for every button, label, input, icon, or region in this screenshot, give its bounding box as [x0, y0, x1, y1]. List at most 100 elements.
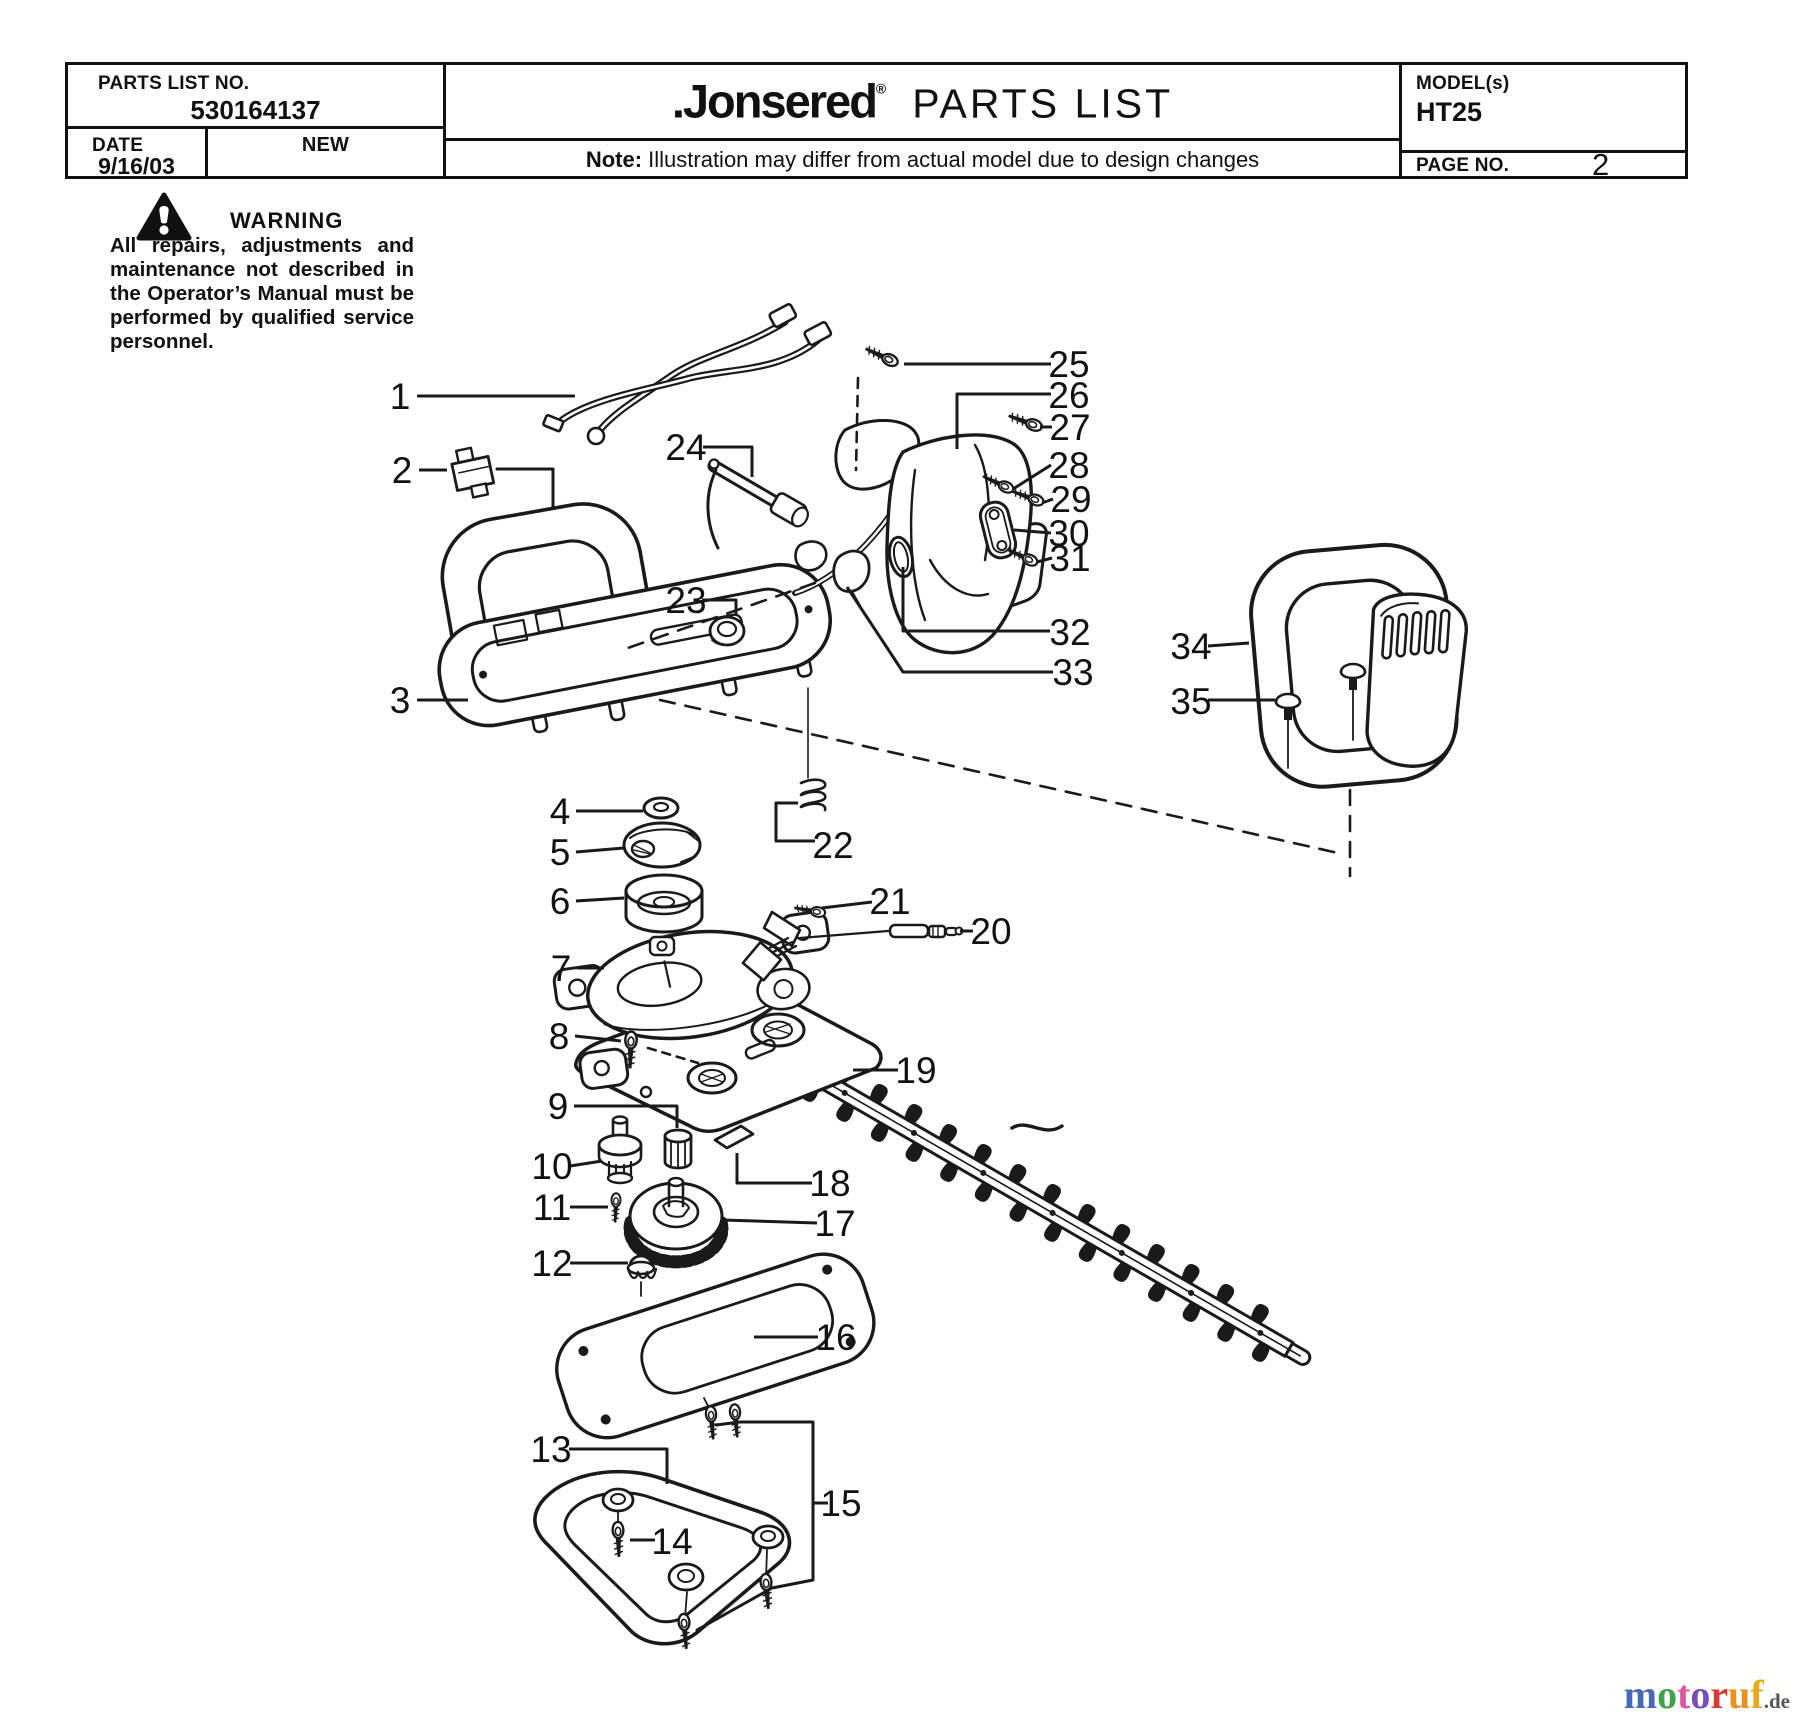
watermark-letter: t	[1677, 1672, 1691, 1717]
part-screw-11	[609, 1192, 622, 1224]
callout-leader-22	[774, 801, 815, 843]
registered-mark: ®	[875, 79, 887, 96]
parts-list-no-value: 530164137	[190, 95, 321, 125]
warning-text: All repairs, adjustments and maintenance…	[110, 234, 414, 353]
revision-value: NEW	[301, 134, 350, 156]
callout-label-32: 32	[1049, 612, 1090, 653]
part-gasket-plate	[555, 1252, 876, 1440]
callout-label-23: 23	[665, 580, 706, 621]
callout-label-30: 30	[1048, 513, 1089, 554]
callout-label-9: 9	[548, 1086, 569, 1127]
brand-dot: .	[671, 73, 685, 127]
callout-label-6: 6	[550, 881, 571, 922]
callout-label-5: 5	[550, 832, 571, 873]
callout-label-28: 28	[1048, 445, 1089, 486]
callout-leader-29	[1041, 497, 1054, 505]
page-title: PARTS LIST	[912, 79, 1174, 126]
part-wire-harness	[542, 303, 833, 446]
callout-label-31: 31	[1049, 538, 1090, 579]
header-brand-cell: .Jonsered® PARTS LIST	[443, 62, 1402, 141]
part-washer	[642, 796, 680, 820]
watermark-letter: o	[1657, 1672, 1678, 1717]
part-handle-cover	[1365, 592, 1468, 768]
callout-leader-30	[1013, 528, 1052, 535]
warning-triangle-icon	[136, 192, 192, 241]
callout-label-3: 3	[390, 680, 411, 721]
page-no-value: 2	[1592, 147, 1610, 182]
callout-label-19: 19	[895, 1050, 936, 1091]
header-parts-list-no-cell: PARTS LIST NO. 530164137	[65, 62, 446, 129]
callout-leader-31	[1036, 556, 1053, 564]
callout-label-1: 1	[390, 376, 411, 417]
part-choke-lever	[706, 458, 809, 550]
models-value: HT25	[1416, 97, 1483, 127]
watermark: motoruf.de	[1624, 1675, 1790, 1715]
callout-leader-8	[574, 1034, 622, 1043]
callout-label-34: 34	[1170, 626, 1211, 667]
callout-label-2: 2	[392, 450, 413, 491]
part-cable-clamp	[794, 540, 828, 572]
part-throttle-spring	[799, 687, 827, 812]
callout-leader-32	[901, 567, 1050, 633]
brand-logo: Jonsered	[682, 73, 878, 127]
callout-label-27: 27	[1049, 407, 1090, 448]
callout-leader-10	[569, 1159, 603, 1168]
callout-leader-23	[702, 598, 738, 614]
callout-label-4: 4	[550, 791, 571, 832]
callout-leader-6	[575, 896, 625, 903]
part-cap-nut	[626, 1254, 658, 1297]
part-cam-plate	[622, 821, 702, 869]
part-mount-tab	[648, 935, 676, 957]
part-mount-tab-hole	[656, 940, 668, 952]
callout-label-15: 15	[820, 1483, 861, 1524]
callout-label-18: 18	[809, 1163, 850, 1204]
callout-layer: 1234567891011121314151617181920212223242…	[390, 344, 1275, 1562]
callout-label-29: 29	[1050, 479, 1091, 520]
part-throttle-cable	[741, 910, 964, 982]
date-value: 9/16/03	[98, 153, 175, 179]
watermark-letter: u	[1728, 1672, 1751, 1717]
parts-list-no-label: PARTS LIST NO.	[98, 73, 250, 94]
warning-title: WARNING	[230, 208, 344, 233]
callout-label-25: 25	[1048, 344, 1089, 385]
part-trigger-housing-assembly	[792, 418, 1048, 655]
part-grommet	[708, 615, 746, 647]
bracket-line-15	[695, 1420, 815, 1632]
callout-leader-17	[722, 1218, 818, 1225]
part-screw-25	[862, 342, 901, 370]
watermark-letter: f	[1750, 1672, 1764, 1717]
callout-label-20: 20	[970, 911, 1011, 952]
part-link-plate	[978, 500, 1018, 560]
watermark-letter: m	[1623, 1672, 1658, 1717]
callout-leader-13	[569, 1447, 669, 1484]
callout-label-35: 35	[1170, 681, 1211, 722]
page-no-label: PAGE NO.	[1416, 155, 1510, 176]
callout-label-8: 8	[549, 1016, 570, 1057]
part-gear-housing	[552, 910, 1064, 1133]
header-revision-cell: NEW	[205, 126, 446, 179]
part-drive-bearing	[597, 1115, 643, 1185]
note-label: Note:	[585, 147, 643, 172]
callout-label-13: 13	[530, 1429, 571, 1470]
callout-label-12: 12	[531, 1243, 572, 1284]
callout-label-33: 33	[1052, 652, 1093, 693]
part-drive-drum	[624, 873, 704, 934]
callout-label-17: 17	[814, 1203, 855, 1244]
part-pinion	[663, 1128, 693, 1170]
callout-label-21: 21	[869, 881, 910, 922]
part-rear-handle	[1249, 542, 1468, 789]
callout-label-26: 26	[1048, 375, 1089, 416]
callout-label-7: 7	[551, 948, 572, 989]
watermark-word: motoruf	[1624, 1672, 1764, 1717]
note-text: Illustration may differ from actual mode…	[642, 147, 1260, 172]
assembly-dashed-lines	[620, 376, 1352, 1065]
part-screw-35b	[1339, 662, 1367, 741]
watermark-letter: r	[1710, 1672, 1729, 1717]
callout-leader-33	[845, 586, 1053, 674]
watermark-tld: .de	[1763, 1689, 1790, 1713]
callout-label-10: 10	[531, 1146, 572, 1187]
part-gear	[623, 1176, 729, 1269]
callout-leader-18	[735, 1153, 812, 1185]
callout-label-11: 11	[533, 1187, 571, 1228]
callout-label-22: 22	[812, 825, 853, 866]
